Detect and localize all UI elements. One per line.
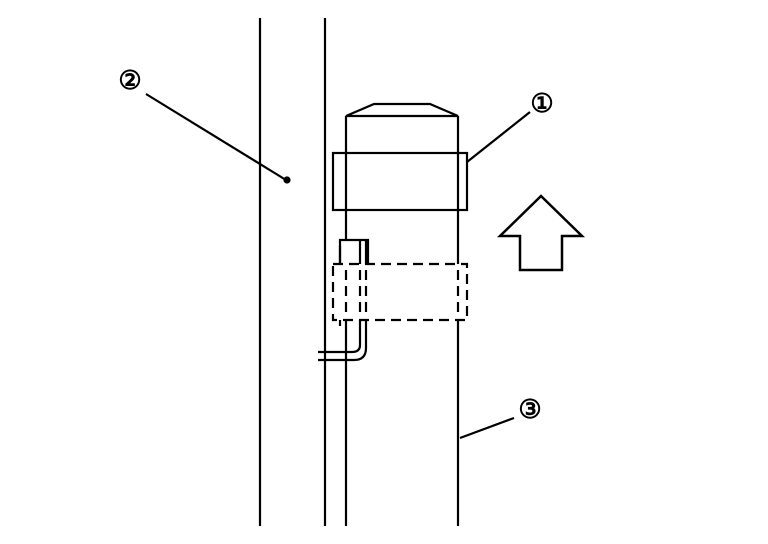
leader-line-2 bbox=[145, 93, 287, 181]
leader-line-1 bbox=[466, 111, 531, 163]
up-arrow-icon bbox=[496, 194, 586, 272]
band-initial-position bbox=[331, 262, 469, 322]
leader-line-3 bbox=[459, 416, 515, 440]
band-installed bbox=[331, 151, 469, 212]
leader-dot-2 bbox=[283, 176, 291, 184]
callout-1: ① bbox=[530, 88, 553, 118]
callout-3: ③ bbox=[518, 394, 541, 424]
callout-2: ② bbox=[118, 65, 141, 95]
